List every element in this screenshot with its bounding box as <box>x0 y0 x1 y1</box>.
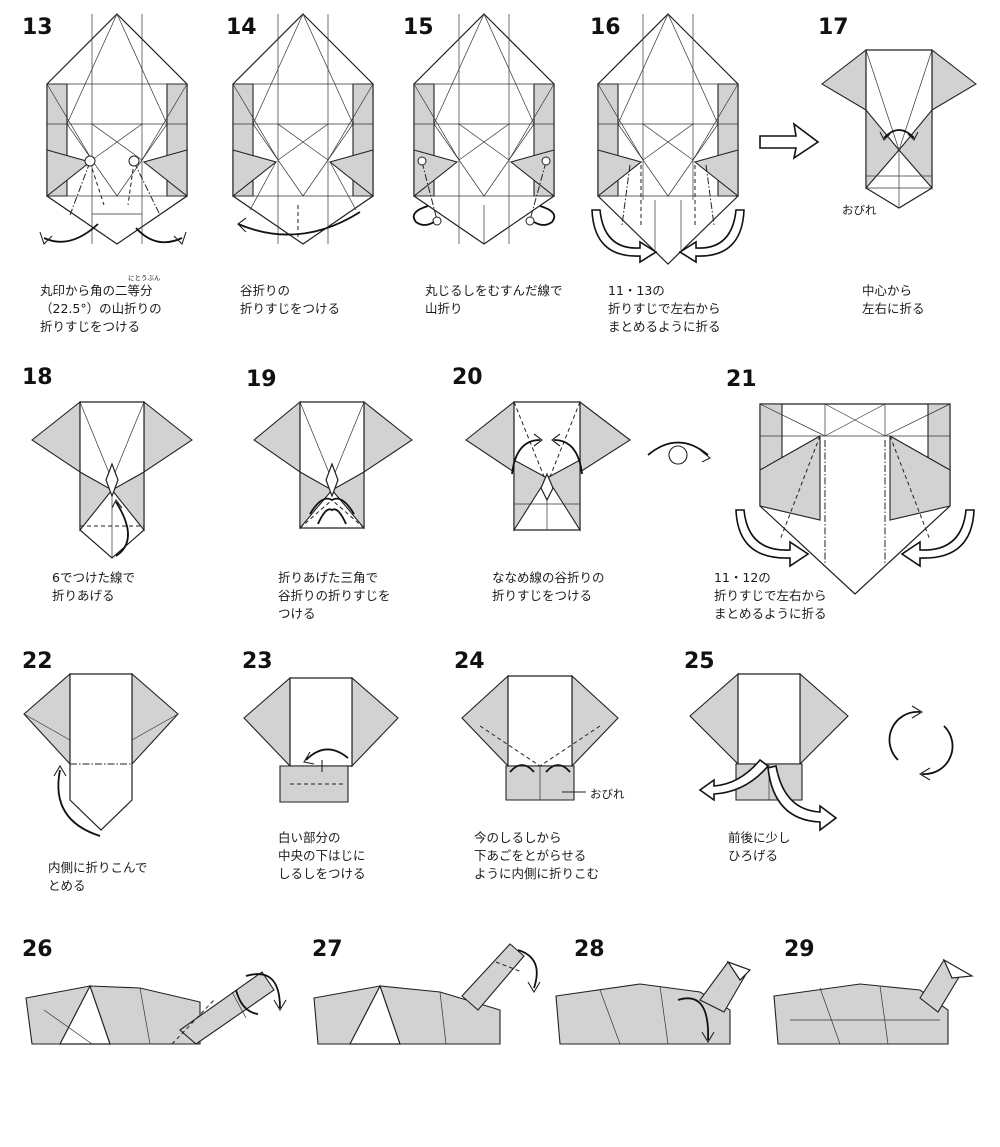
step-28-number: 28 <box>574 937 605 962</box>
step-17: 17 おびれ 中心から 左右に折る <box>818 15 977 316</box>
step-18-caption-line-1: 6でつけた線で <box>52 570 135 585</box>
step-19-figure <box>253 400 413 530</box>
step-25: 25 前後に少し ひろげる <box>684 649 849 863</box>
step-18-caption-line-2: 折りあげる <box>52 588 115 603</box>
step-21-number: 21 <box>726 367 757 392</box>
step-26-figure <box>25 971 287 1045</box>
step-25-figure <box>689 672 849 832</box>
step-24-label-tail: おびれ <box>590 787 625 801</box>
step-20-caption-line-1: ななめ線の谷折りの <box>492 570 605 585</box>
step-17-caption-line-1: 中心から <box>862 283 912 298</box>
step-17-caption-line-2: 左右に折る <box>862 301 925 316</box>
step-15-number: 15 <box>403 15 434 40</box>
step-21-figure <box>735 403 975 595</box>
step-20-figure <box>465 400 631 532</box>
step-16-caption-line-1: 11・13の <box>608 283 665 298</box>
step-15-caption-line-2: 山折り <box>425 301 463 316</box>
step-16-number: 16 <box>590 15 621 40</box>
step-24-figure <box>461 674 619 801</box>
step-23-caption-line-3: しるしをつける <box>278 866 366 881</box>
step-17-figure <box>821 48 977 209</box>
step-23-caption-line-2: 中央の下はじに <box>278 848 366 863</box>
step-21-caption-line-3: まとめるように折る <box>714 606 827 621</box>
step-14-caption-line-1: 谷折りの <box>240 283 290 298</box>
step-13-figure <box>39 13 188 246</box>
step-26: 26 <box>22 937 287 1045</box>
step-22-figure <box>23 672 179 837</box>
step-22-caption-line-2: とめる <box>48 878 86 893</box>
step-19-caption-line-2: 谷折りの折りすじを <box>278 588 391 603</box>
step-15-figure <box>412 13 556 245</box>
turn-over-icon <box>647 441 712 465</box>
step-19-caption-line-3: つける <box>278 606 316 621</box>
step-21-caption-line-2: 折りすじで左右から <box>714 588 827 603</box>
step-18-figure <box>31 400 193 559</box>
step-13-ruby: にとうぶん <box>128 274 161 282</box>
step-27: 27 <box>312 937 541 1045</box>
step-19-number: 19 <box>246 367 277 392</box>
step-13-caption-line-1: 丸印から角の二等分 <box>40 283 153 298</box>
step-19: 19 折りあげた三角で 谷折りの折りすじを つける <box>246 367 413 621</box>
step-16-caption-line-2: 折りすじで左右から <box>608 301 721 316</box>
step-20: 20 ななめ線の谷折りの 折りすじをつける <box>452 365 631 603</box>
step-16: 16 1 <box>590 13 745 334</box>
rotate-icon <box>888 705 954 781</box>
step-22-number: 22 <box>22 649 53 674</box>
step-13-caption-line-3: 折りすじをつける <box>40 319 140 334</box>
step-14-number: 14 <box>226 15 257 40</box>
step-17-label-tail: おびれ <box>842 203 877 217</box>
step-18-number: 18 <box>22 365 53 390</box>
step-16-figure <box>591 13 745 265</box>
step-18: 18 6でつけた線で 折りあげる <box>22 365 193 603</box>
step-29: 29 <box>773 937 974 1045</box>
step-29-figure <box>773 958 974 1045</box>
step-21: 21 11・12の 折りすじで左右から まとめるように折る <box>714 367 975 621</box>
step-23-figure <box>243 676 399 803</box>
step-16-caption-line-3: まとめるように折る <box>608 319 721 334</box>
step-21-caption-line-1: 11・12の <box>714 570 771 585</box>
step-29-number: 29 <box>784 937 815 962</box>
step-28: 28 <box>555 937 752 1045</box>
step-13-caption-line-2: （22.5°）の山折りの <box>40 301 162 316</box>
step-24-caption-line-3: ように内側に折りこむ <box>474 866 599 881</box>
step-13-number: 13 <box>22 15 53 40</box>
step-27-figure <box>313 943 541 1045</box>
next-arrow-icon <box>759 122 820 160</box>
step-15-caption-line-1: 丸じるしをむすんだ線で <box>425 283 563 298</box>
step-14: 14 谷折りの 折りすじをつける <box>226 13 374 316</box>
step-13: 13 <box>22 13 188 334</box>
step-27-number: 27 <box>312 937 343 962</box>
step-28-figure <box>555 960 752 1045</box>
step-23-caption-line-1: 白い部分の <box>278 830 341 845</box>
step-24-number: 24 <box>454 649 485 674</box>
step-24-caption-line-2: 下あごをとがらせる <box>474 848 586 863</box>
step-14-caption-line-2: 折りすじをつける <box>240 301 340 316</box>
step-26-number: 26 <box>22 937 53 962</box>
step-20-number: 20 <box>452 365 483 390</box>
step-25-number: 25 <box>684 649 715 674</box>
step-15: 15 <box>403 13 563 316</box>
step-24: 24 おびれ 今のしるしから 下あごをとがらせる ように内側に折りこむ <box>454 649 625 881</box>
step-24-caption-line-1: 今のしるしから <box>474 830 562 845</box>
step-23-number: 23 <box>242 649 273 674</box>
step-22: 22 内側に折りこんで とめる <box>22 649 179 893</box>
step-20-caption-line-2: 折りすじをつける <box>492 588 592 603</box>
step-19-caption-line-1: 折りあげた三角で <box>278 570 378 585</box>
step-17-number: 17 <box>818 15 849 40</box>
step-14-figure <box>232 13 374 245</box>
step-25-caption-line-1: 前後に少し <box>728 830 791 845</box>
step-25-caption-line-2: ひろげる <box>728 848 778 863</box>
step-23: 23 白い部分の 中央の下はじに しるしをつける <box>242 649 399 881</box>
step-22-caption-line-1: 内側に折りこんで <box>48 860 147 875</box>
